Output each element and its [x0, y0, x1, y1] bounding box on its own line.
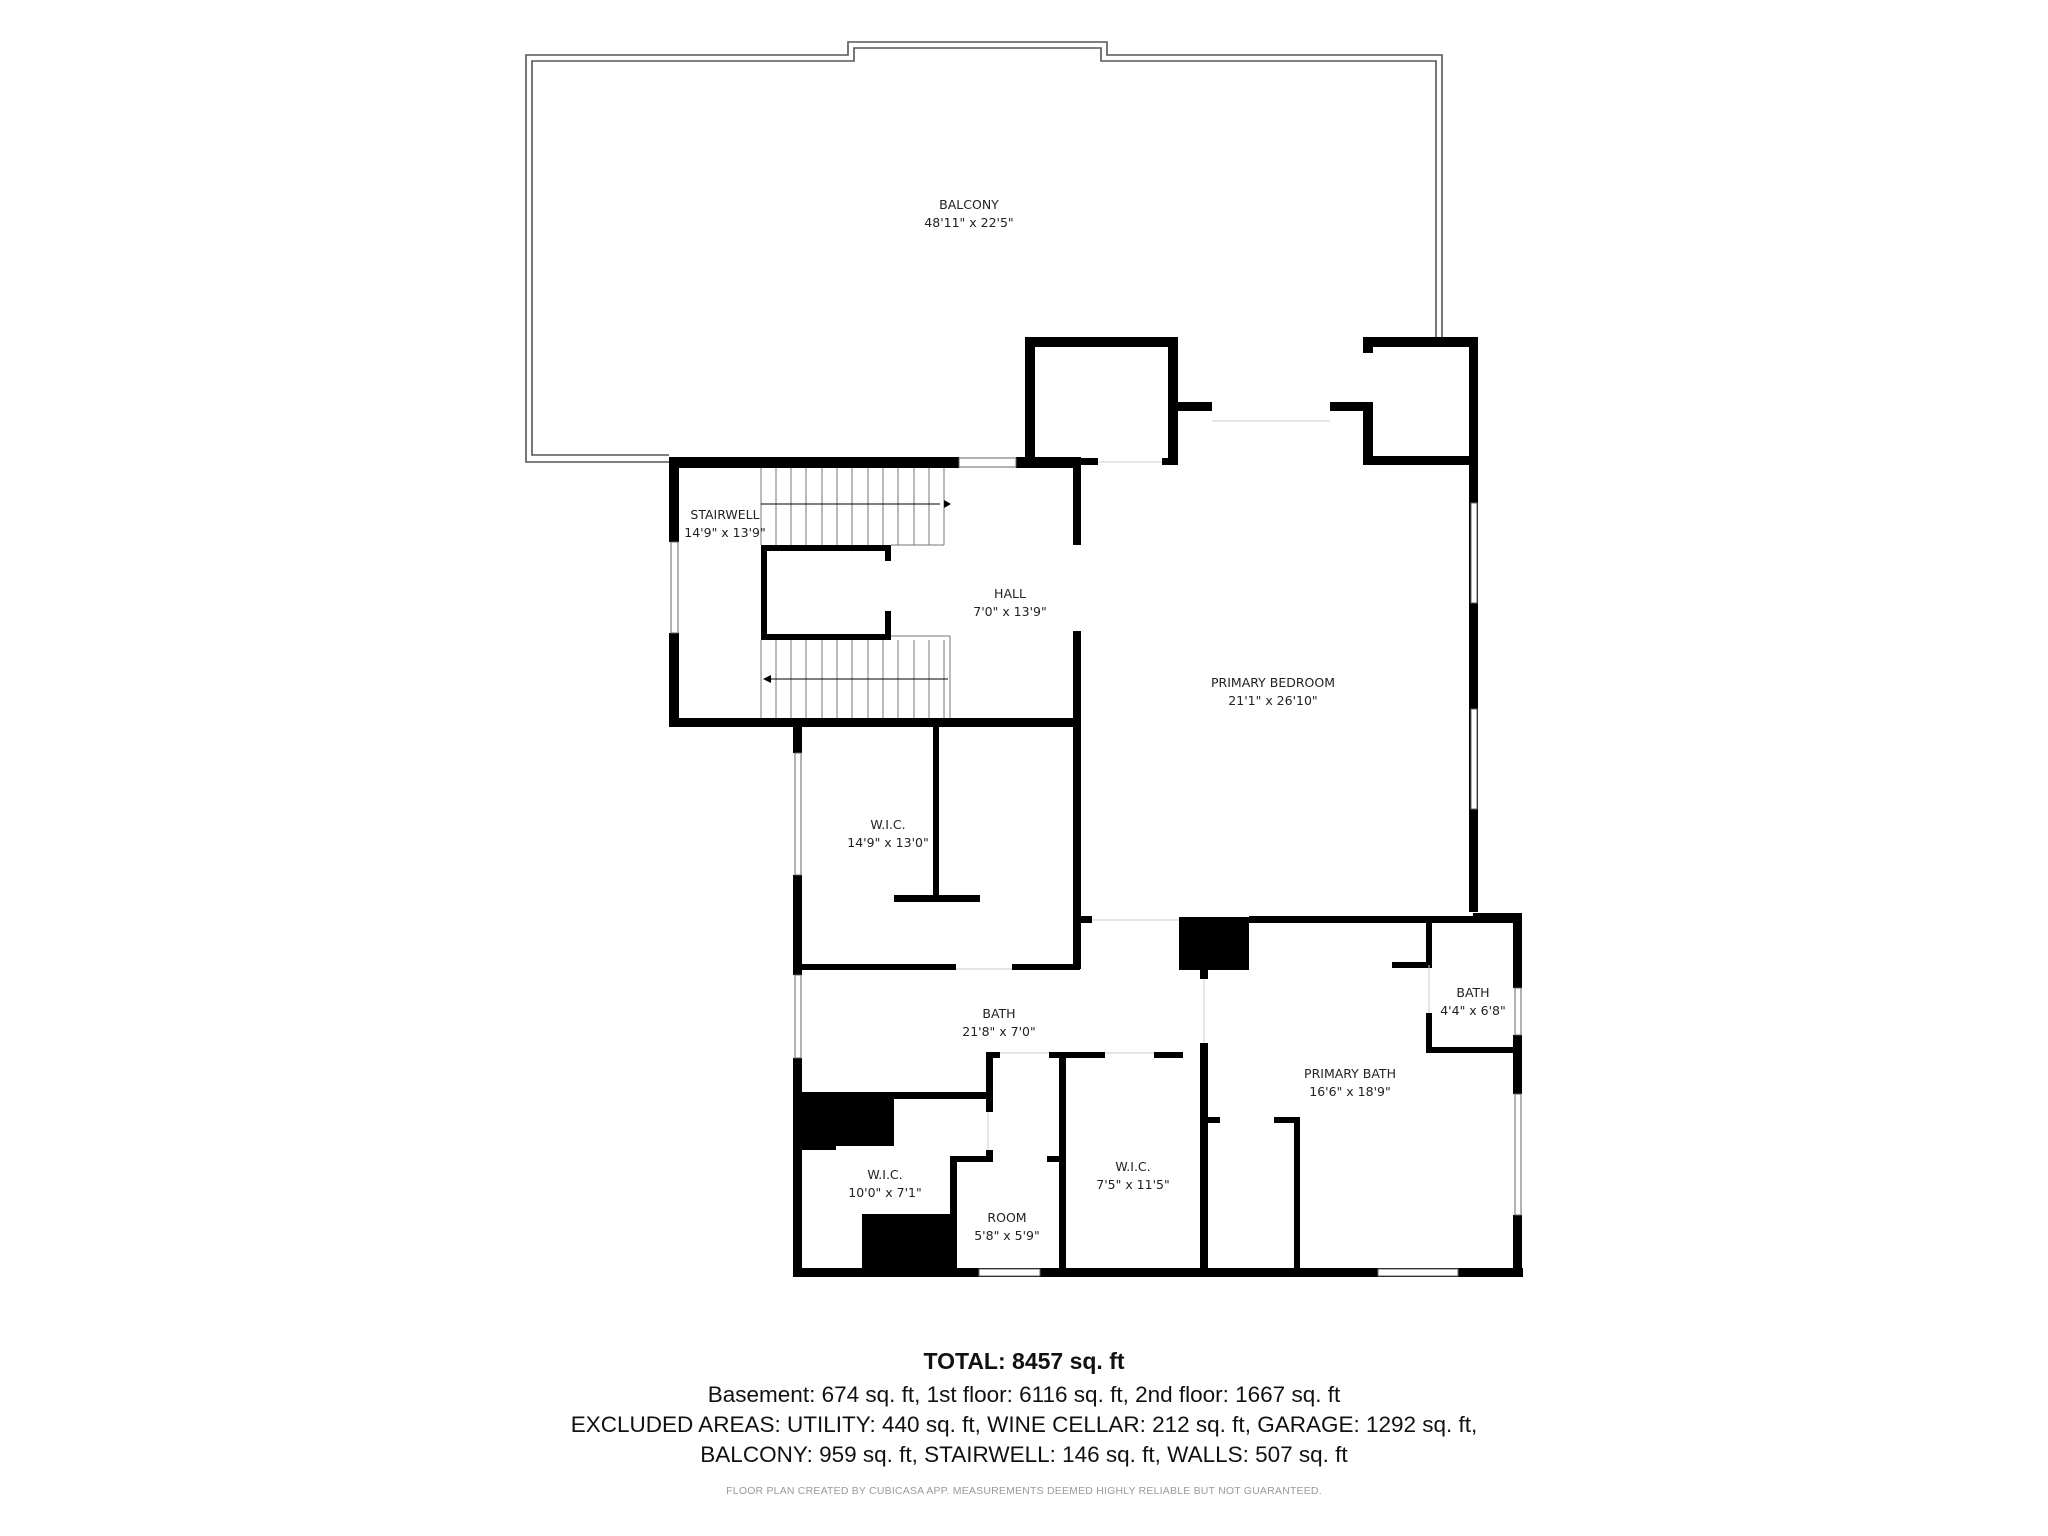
room-dims-primary-bath: 16'6" x 18'9" [1309, 1084, 1390, 1099]
room-dims-primary-bedroom: 21'1" x 26'10" [1228, 693, 1317, 708]
room-dims-wic-3: 7'5" x 11'5" [1096, 1177, 1169, 1192]
room-dims-room: 5'8" x 5'9" [974, 1228, 1040, 1243]
room-dims-bath-small: 4'4" x 6'8" [1440, 1003, 1506, 1018]
room-dims-wic-2: 10'0" x 7'1" [848, 1185, 921, 1200]
excluded-areas-line-2: BALCONY: 959 sq. ft, STAIRWELL: 146 sq. … [700, 1442, 1348, 1467]
windows [670, 457, 1522, 1277]
room-name-wic-1: W.I.C. [870, 817, 905, 832]
floor-areas: Basement: 674 sq. ft, 1st floor: 6116 sq… [707, 1382, 1341, 1407]
excluded-areas-line-1: EXCLUDED AREAS: UTILITY: 440 sq. ft, WIN… [570, 1412, 1478, 1437]
room-name-room: ROOM [987, 1210, 1026, 1225]
room-dims-hall: 7'0" x 13'9" [973, 604, 1046, 619]
walls [669, 337, 1523, 1277]
room-name-stairwell: STAIRWELL [690, 507, 759, 522]
room-dims-balcony: 48'11" x 22'5" [924, 215, 1013, 230]
room-name-bath-small: BATH [1456, 985, 1489, 1000]
room-name-primary-bath: PRIMARY BATH [1304, 1066, 1396, 1081]
room-dims-bath: 21'8" x 7'0" [962, 1024, 1035, 1039]
room-name-wic-3: W.I.C. [1115, 1159, 1150, 1174]
room-name-balcony: BALCONY [939, 197, 999, 212]
disclaimer-footer: FLOOR PLAN CREATED BY CUBICASA APP. MEAS… [726, 1485, 1322, 1497]
room-name-primary-bedroom: PRIMARY BEDROOM [1211, 675, 1335, 690]
room-dims-stairwell: 14'9" x 13'9" [684, 525, 765, 540]
room-dims-wic-1: 14'9" x 13'0" [847, 835, 928, 850]
room-name-hall: HALL [994, 586, 1026, 601]
room-name-bath: BATH [982, 1006, 1015, 1021]
staircase [760, 468, 951, 718]
room-name-wic-2: W.I.C. [867, 1167, 902, 1182]
room-labels: BALCONY 48'11" x 22'5" STAIRWELL 14'9" x… [684, 197, 1505, 1243]
balcony-outline [525, 41, 1443, 463]
door-openings [956, 420, 1430, 1150]
total-area: TOTAL: 8457 sq. ft [923, 1348, 1125, 1374]
